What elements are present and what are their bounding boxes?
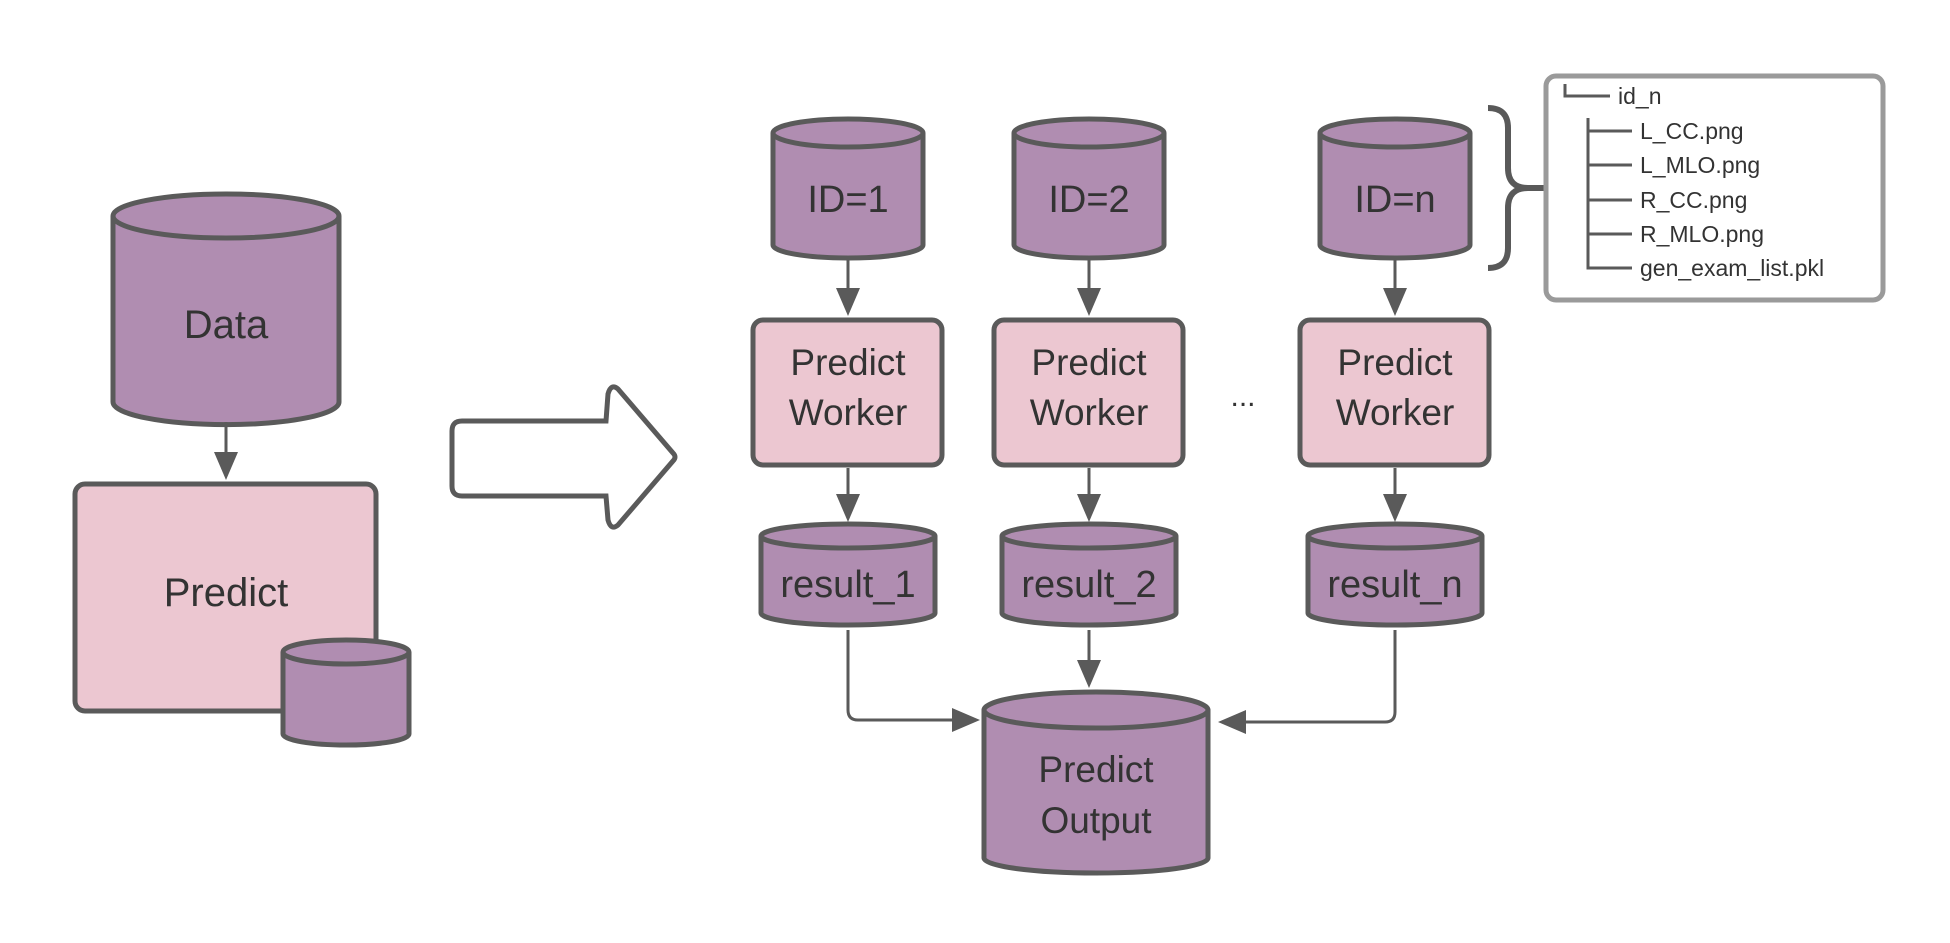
predict-output-cylinder: Predict Output [981, 689, 1211, 876]
arrows-result-to-output [846, 630, 1397, 734]
id-cylinder-n: ID=n [1317, 116, 1473, 261]
tree-file-3: R_CC.png [1640, 187, 1747, 213]
output-line2: Output [1040, 800, 1152, 841]
result-cylinder-n: result_n [1305, 521, 1485, 628]
arrows-id-to-worker [836, 260, 1407, 316]
tree-root: id_n [1618, 83, 1661, 109]
predict-worker-n: Predict Worker [1297, 317, 1492, 468]
tree-file-2: L_MLO.png [1640, 152, 1760, 178]
result-label-n: result_n [1327, 564, 1462, 606]
predict-worker-2: Predict Worker [991, 317, 1186, 468]
predict-small-cylinder [280, 637, 412, 748]
file-tree-box: id_n L_CC.png L_MLO.png R_CC.png R_MLO.p… [1543, 73, 1886, 303]
curly-brace-icon [1487, 105, 1549, 271]
worker-1-line1: Predict [790, 342, 906, 383]
output-line1: Predict [1038, 749, 1154, 790]
result-label-2: result_2 [1021, 564, 1156, 606]
workers-ellipsis: ... [1230, 380, 1255, 413]
data-cylinder: Data [110, 191, 342, 428]
result-cylinder-2: result_2 [999, 521, 1179, 628]
id-cylinder-1: ID=1 [770, 116, 926, 261]
arrows-worker-to-result [836, 468, 1407, 522]
tree-file-4: R_MLO.png [1640, 221, 1764, 247]
worker-n-line1: Predict [1337, 342, 1453, 383]
tree-file-1: L_CC.png [1640, 118, 1744, 144]
result-label-1: result_1 [780, 564, 915, 606]
worker-2-line2: Worker [1030, 392, 1149, 433]
transform-arrow-shape [449, 384, 678, 530]
worker-1-line2: Worker [789, 392, 908, 433]
worker-n-line2: Worker [1336, 392, 1455, 433]
id-label-2: ID=2 [1048, 179, 1129, 221]
predict-worker-1: Predict Worker [750, 317, 945, 468]
id-label-n: ID=n [1354, 179, 1435, 221]
id-label-1: ID=1 [807, 179, 888, 221]
data-label: Data [184, 303, 269, 347]
arrow-data-to-predict [214, 422, 238, 480]
id-cylinder-2: ID=2 [1011, 116, 1167, 261]
predict-label: Predict [164, 571, 289, 615]
result-cylinder-1: result_1 [758, 521, 938, 628]
worker-2-line1: Predict [1031, 342, 1147, 383]
tree-file-5: gen_exam_list.pkl [1640, 255, 1824, 281]
